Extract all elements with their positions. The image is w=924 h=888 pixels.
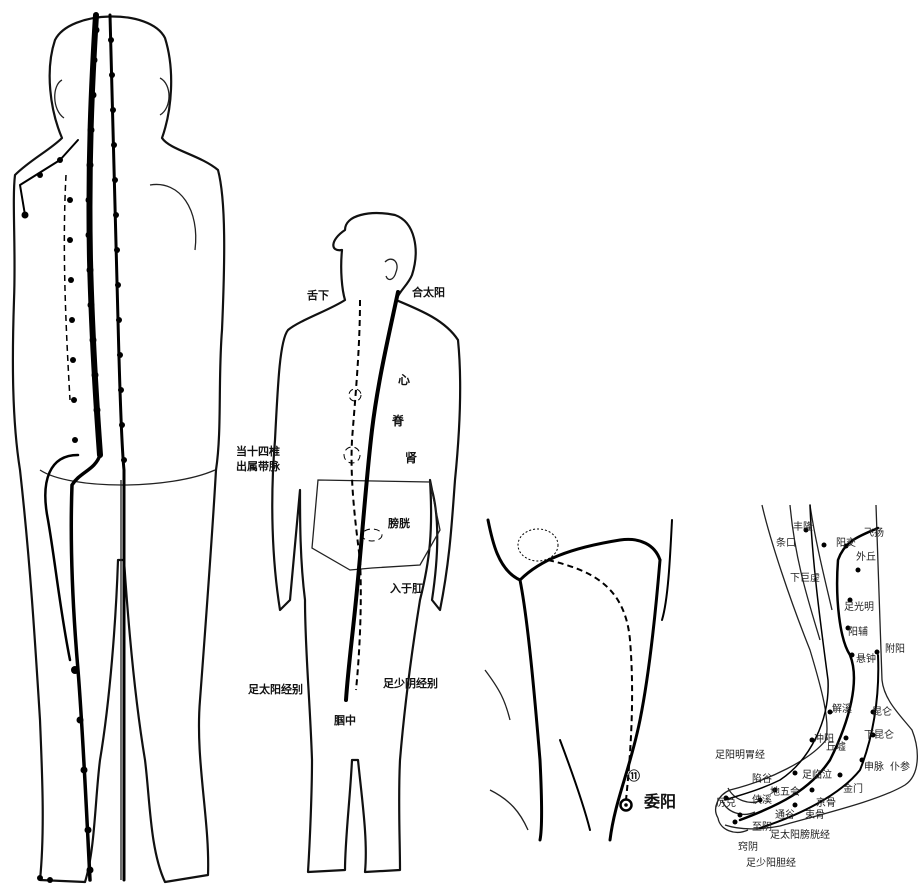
label-jinggu: 京骨 bbox=[816, 796, 836, 809]
label-zhiyin: 至阴 bbox=[752, 821, 772, 833]
point-number-label: ⑪ bbox=[628, 768, 640, 783]
front-figure-outline bbox=[272, 213, 460, 872]
label-shen: 肾 bbox=[405, 451, 418, 465]
label-shenmai: 申脉 bbox=[864, 760, 884, 773]
label-zushaoyin-jingbie: 足少阴经别 bbox=[383, 676, 438, 690]
label-xin: 心 bbox=[398, 373, 410, 387]
label-zutaiyang-pangguangjing: 足太阳膀胱经 bbox=[770, 828, 830, 841]
label-jinmen: 金门 bbox=[843, 782, 863, 795]
label-pucan: 仆参 bbox=[890, 760, 910, 773]
panel-knee-view: ⑪ 委阳 bbox=[485, 520, 676, 840]
back-figure-outline bbox=[13, 16, 224, 882]
knee-skin-fold bbox=[490, 790, 528, 830]
label-qiuxu: 丘墟 bbox=[826, 740, 846, 753]
label-waiqiu: 外丘 bbox=[856, 551, 876, 563]
knee-meridian-dashed bbox=[548, 560, 632, 800]
knee-skin-fold-2 bbox=[485, 670, 510, 720]
label-shugu: 束骨 bbox=[805, 809, 825, 821]
knee-patella-dotted bbox=[518, 529, 558, 561]
label-zutaiyang-jingbie: 足太阳经别 bbox=[248, 682, 303, 696]
label-zuyangming-weijing: 足阳明胃经 bbox=[715, 748, 765, 761]
point-name-weiyang: 委阳 bbox=[643, 792, 676, 811]
label-diwuhui: 地五会 bbox=[770, 785, 800, 798]
label-xiangu: 陷谷 bbox=[752, 772, 772, 785]
label-dang-shisi-zhui: 当十四椎 bbox=[236, 444, 280, 458]
label-ru-gangang: 入于肛 bbox=[390, 582, 423, 595]
label-xiajuxu: 下巨虚 bbox=[790, 572, 820, 584]
knee-inner-crease bbox=[560, 740, 590, 830]
label-ji: 脊 bbox=[391, 413, 405, 428]
label-qiaoyin: 窍阴 bbox=[738, 840, 758, 853]
label-jiexi: 解溪 bbox=[832, 702, 852, 715]
label-kunlun: 昆仑 bbox=[872, 705, 892, 718]
label-feiyang: 飞扬 bbox=[864, 526, 884, 539]
label-he-taiyang: 合太阳 bbox=[412, 285, 445, 299]
label-fuyang: 附阳 bbox=[885, 642, 905, 655]
label-chu-shu-daimai: 出属带脉 bbox=[236, 459, 281, 473]
label-guozhong: 腘中 bbox=[334, 713, 356, 727]
label-lidui: 厉兑 bbox=[716, 796, 736, 809]
label-zulinqi: 足临泣 bbox=[802, 768, 832, 781]
label-pangguang: 膀胱 bbox=[387, 516, 410, 530]
label-xiaxi: 侠溪 bbox=[752, 793, 772, 806]
label-xuanzhong: 悬钟 bbox=[856, 652, 876, 665]
label-yangfu: 阳辅 bbox=[848, 625, 868, 638]
knee-right-contour bbox=[662, 520, 672, 620]
label-xiakunlun: 下昆仑 bbox=[864, 728, 894, 741]
panel-front-view: 舌下 合太阳 心 脊 肾 当十四椎 出属带脉 膀胱 入于肛 足太阳经别 足少阴经… bbox=[236, 213, 460, 872]
panel-foot-view: 丰隆 条口 下巨虚 阳交 飞扬 外丘 足光明 阳辅 附阳 悬钟 解溪 昆仑 下昆… bbox=[715, 505, 917, 869]
foot-toe-1 bbox=[718, 818, 748, 832]
label-zushaoyang-danjing: 足少阳胆经 bbox=[746, 856, 796, 869]
label-fenglong: 丰隆 bbox=[793, 520, 813, 533]
label-tiaokou: 条口 bbox=[776, 536, 796, 549]
label-yangjiao: 阳交 bbox=[836, 536, 856, 549]
weiyang-point-center bbox=[624, 803, 628, 807]
label-tonggu: 通谷 bbox=[775, 809, 795, 821]
label-shexia: 舌下 bbox=[307, 288, 329, 302]
panel-back-view bbox=[13, 15, 224, 883]
label-zuguangming: 足光明 bbox=[844, 600, 874, 613]
